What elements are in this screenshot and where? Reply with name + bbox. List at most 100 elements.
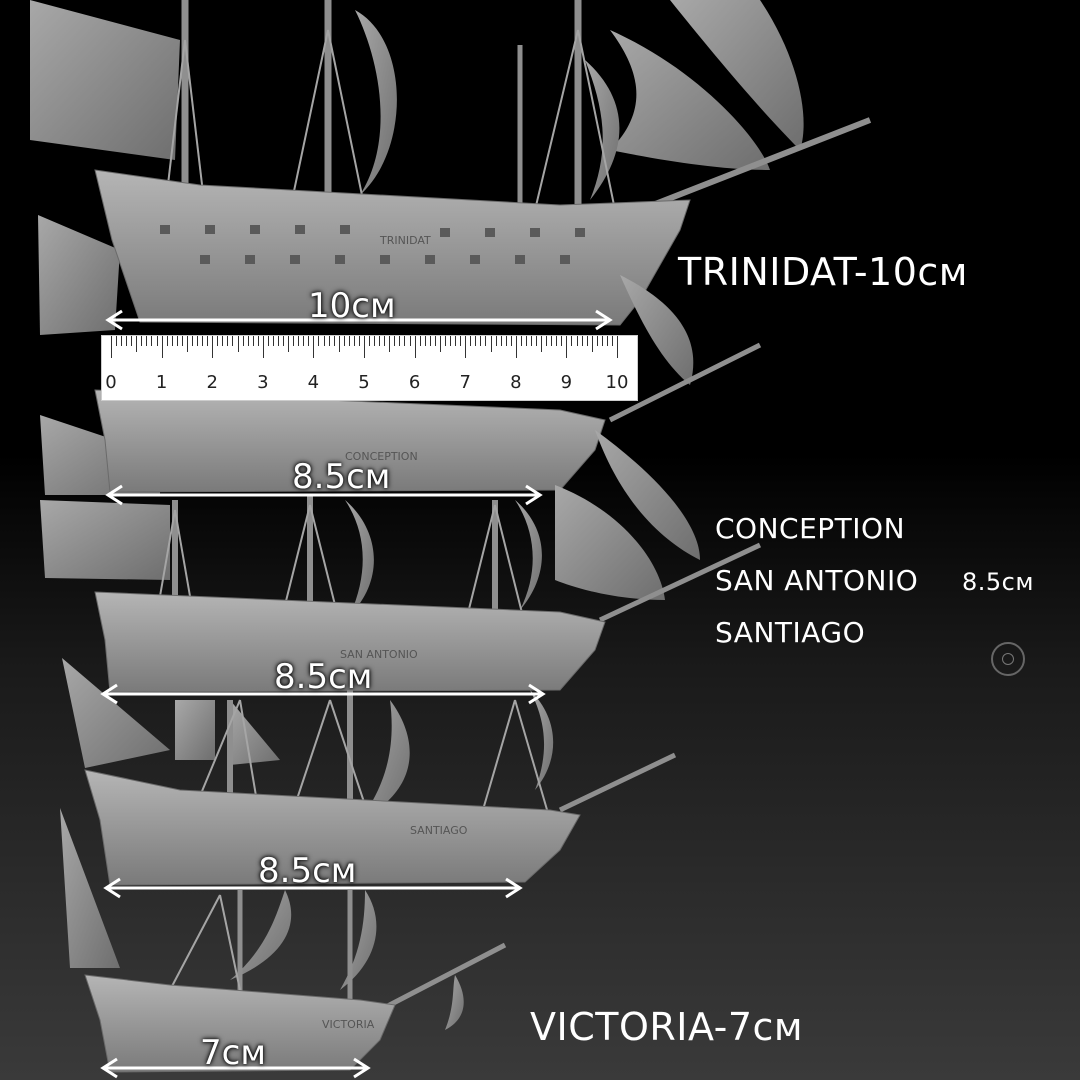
ruler-tick [333,336,335,346]
ruler-tick [212,336,214,358]
ruler-tick [156,336,158,346]
ruler-tick [313,336,315,358]
ruler-tick [404,336,406,346]
ship-trinidat: TRINIDAT [30,0,872,335]
ruler-number: 3 [257,372,269,393]
ruler-tick [490,336,492,352]
ruler-tick [525,336,527,346]
label-santiago: SANTIAGO [715,616,866,649]
ruler-number: 6 [408,372,421,393]
ruler-tick [328,336,330,346]
ruler-tick [222,336,224,346]
ruler-tick [227,336,229,346]
ruler-tick [601,336,603,346]
dimension-santiago: 8.5см [258,851,357,891]
ruler-tick [596,336,598,346]
ruler-tick [399,336,401,346]
ruler-tick [151,336,153,346]
ruler-tick [419,336,421,346]
ruler-tick [424,336,426,346]
hull-name-santiago: SANTIAGO [410,824,468,837]
dimension-conception: 8.5см [292,457,391,497]
ship-san-antonio: SAN ANTONIO [40,430,762,693]
ruler-number: 7 [459,372,471,393]
ruler-tick [541,336,543,352]
ruler-tick [136,336,138,352]
ruler-tick [515,336,517,358]
hull-name-conception: CONCEPTION [345,450,418,463]
ruler-tick [530,336,532,346]
ruler-tick [510,336,512,346]
ruler-tick [293,336,295,346]
ruler-tick [586,336,588,346]
ruler-number: 4 [307,372,320,393]
ruler-tick [146,336,148,346]
ruler-tick [571,336,573,346]
ruler-number: 0 [105,372,117,393]
ruler-tick [197,336,199,346]
ruler-number: 9 [560,372,573,393]
label-conception: CONCEPTION [715,512,906,545]
ruler-tick [561,336,563,346]
ruler-number: 8 [510,372,522,393]
ruler-tick [176,336,178,346]
ruler-number: 10 [605,372,629,393]
ruler-tick [171,336,173,346]
ruler-tick [267,336,269,346]
ruler-tick [131,336,133,346]
ruler-tick [181,336,183,346]
ruler-tick [394,336,396,346]
ruler-tick [353,336,355,346]
ruler-tick [343,336,345,346]
ruler-tick [111,336,112,358]
ruler-tick [202,336,204,346]
ruler-tick [429,336,431,346]
ruler-tick [237,336,239,352]
ruler-tick [500,336,502,346]
ruler-tick [566,336,568,358]
hull-name-victoria: VICTORIA [322,1018,375,1031]
ruler-tick [126,336,128,346]
ruler-tick [247,336,249,346]
ship-conception: CONCEPTION [40,275,762,495]
ruler-tick [318,336,320,346]
ruler-tick [338,336,340,352]
ruler-tick [121,336,123,346]
ruler-tick [546,336,548,346]
ruler-tick [409,336,411,346]
ruler-tick [364,336,365,358]
label-group-size: 8.5см [962,568,1034,596]
ruler-tick [166,336,168,346]
ruler-tick [374,336,376,346]
ruler-tick [232,336,234,346]
ruler-tick [450,336,452,346]
hull-name-san-antonio: SAN ANTONIO [340,648,418,661]
dimension-victoria: 7см [200,1033,266,1073]
ruler-tick [551,336,553,346]
ruler-tick [242,336,244,346]
ruler-tick [465,336,467,358]
ruler-tick [455,336,457,346]
ruler-tick [480,336,482,346]
ruler-tick [303,336,305,346]
ruler-tick [369,336,371,346]
ruler-tick [389,336,391,352]
ruler-tick [576,336,578,346]
ship-victoria: VICTORIA [60,808,507,1073]
ruler-tick [262,336,264,358]
ruler-tick [485,336,487,346]
label-victoria: VICTORIA-7см [530,1005,804,1049]
hull-name-trinidat: TRINIDAT [379,234,431,247]
ruler-tick [358,336,360,346]
ruler-number: 2 [206,372,218,393]
ruler-tick [283,336,285,346]
ruler-tick [272,336,274,346]
ruler-number: 5 [358,372,370,393]
ruler-tick [470,336,472,346]
ruler-tick [591,336,593,352]
ruler-tick [460,336,462,346]
ruler-tick [277,336,279,346]
ruler-tick [191,336,193,346]
